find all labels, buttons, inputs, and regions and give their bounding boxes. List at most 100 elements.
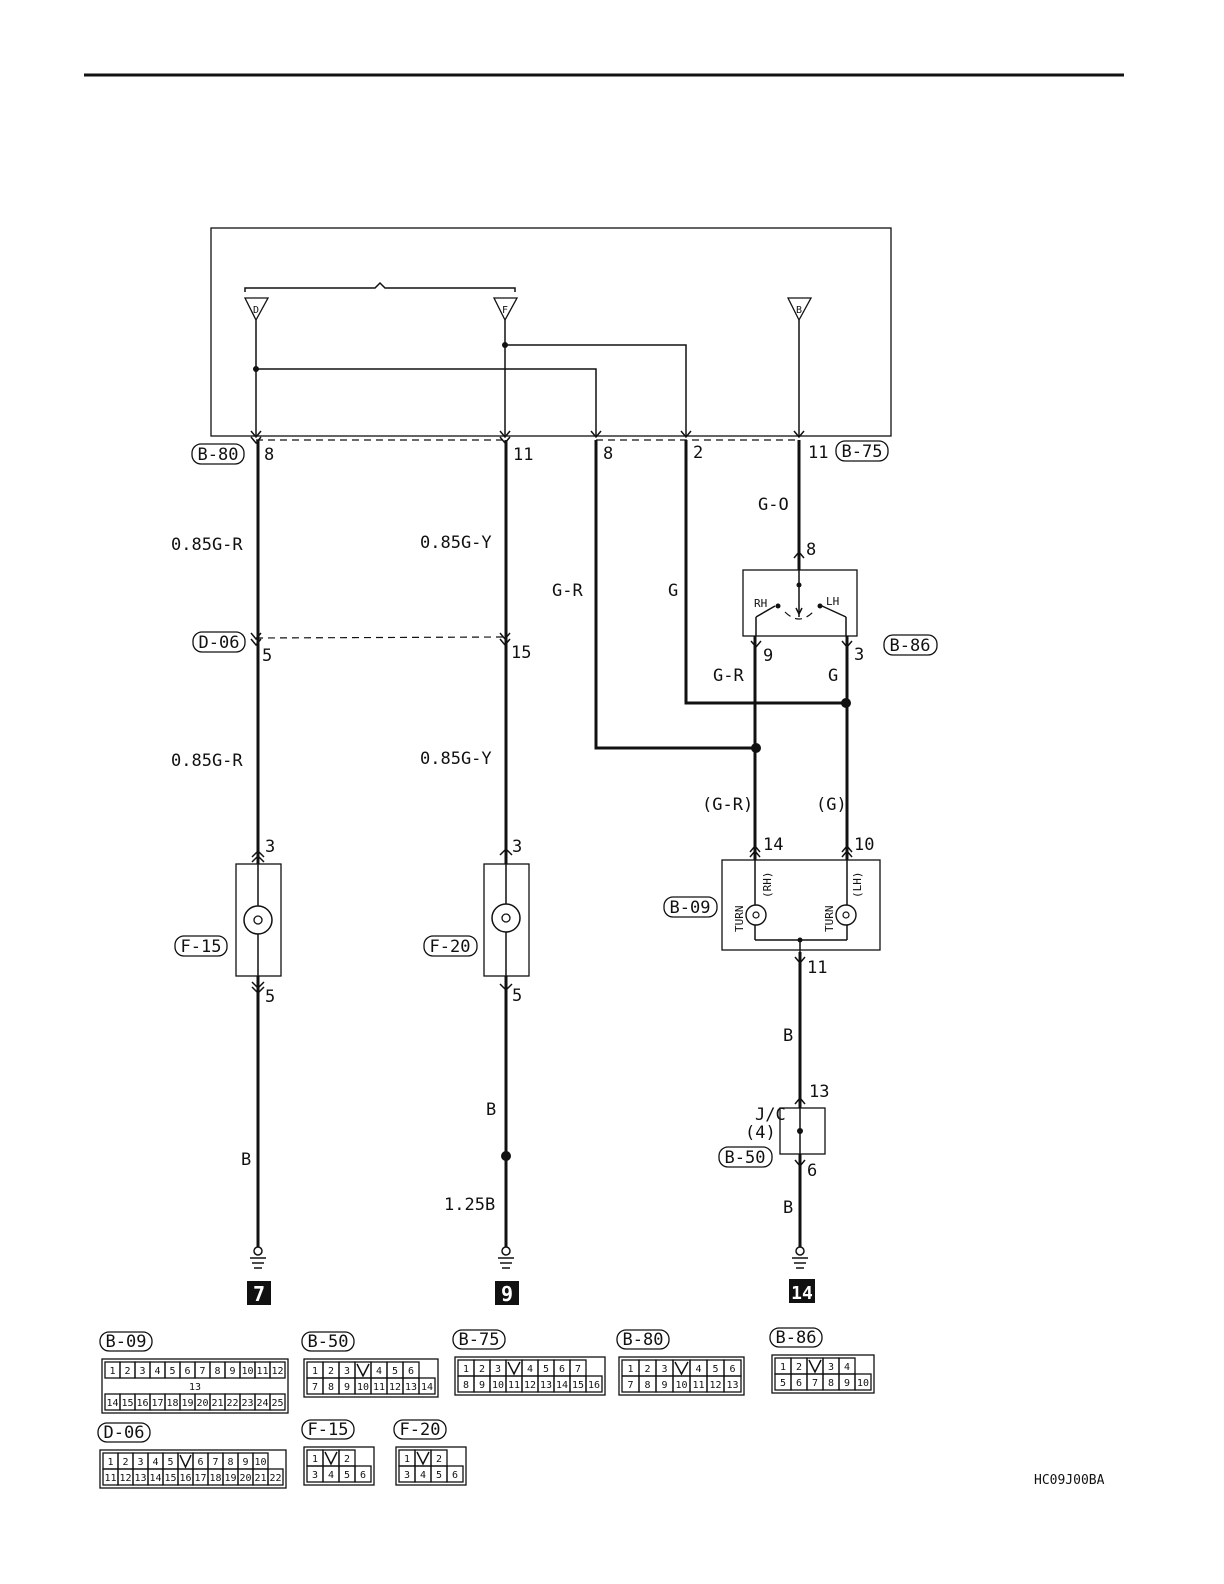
svg-text:B: B: [796, 305, 802, 316]
pin-label: 3: [404, 1470, 410, 1481]
pin-label: 3: [828, 1362, 834, 1373]
key-mark: [507, 1361, 521, 1376]
pin-label: 4: [154, 1366, 160, 1377]
svg-text:6: 6: [807, 1161, 817, 1181]
svg-text:15: 15: [511, 643, 531, 663]
svg-text:B-09: B-09: [106, 1332, 147, 1352]
switch-rh-label: RH: [754, 597, 767, 610]
pin-label: 9: [242, 1457, 248, 1468]
pin-label: 9: [661, 1380, 667, 1391]
pin-label: 4: [328, 1470, 334, 1481]
pin-label: 2: [796, 1362, 802, 1373]
key-mark: [356, 1363, 370, 1378]
pin-label: 18: [209, 1473, 221, 1484]
pin-label: 13: [726, 1380, 738, 1391]
pin-label: 6: [197, 1457, 203, 1468]
svg-text:G-R: G-R: [713, 666, 744, 686]
pin-label: 1: [627, 1364, 633, 1375]
pin-label: 7: [199, 1366, 205, 1377]
pin-label: 6: [452, 1470, 458, 1481]
pin-label: 13: [134, 1473, 146, 1484]
callout-b80: B-80: [191, 443, 245, 465]
pin-label: 4: [695, 1364, 701, 1375]
pin-label: 17: [194, 1473, 206, 1484]
pin-label: 11: [692, 1380, 704, 1391]
callout-b09: B-09: [663, 896, 718, 918]
pin-cell: [354, 1465, 372, 1483]
svg-text:G-O: G-O: [758, 495, 789, 515]
pin-cell: [585, 1375, 603, 1393]
svg-text:8: 8: [603, 444, 613, 464]
pin-label: 2: [124, 1366, 130, 1377]
svg-text:3: 3: [854, 645, 864, 665]
pin-label: 3: [344, 1366, 350, 1377]
svg-text:B-09: B-09: [670, 898, 711, 918]
pin-label: 12: [271, 1366, 283, 1377]
pin-label: 3: [312, 1470, 318, 1481]
pin-label: 24: [256, 1398, 268, 1409]
pin-label: 5: [780, 1378, 786, 1389]
svg-text:14: 14: [763, 835, 783, 855]
pin-label: 5: [436, 1470, 442, 1481]
pin-label: 10: [857, 1378, 869, 1389]
pin-label: 21: [211, 1398, 223, 1409]
svg-text:B-86: B-86: [776, 1328, 817, 1348]
pin-label: 15: [572, 1380, 584, 1391]
pin-numbers: 8 11 8 2 11 8 9 3 5 15 3 5 3 5 14 10 11 …: [262, 443, 874, 1181]
combination-meter: TURN (RH) TURN (LH): [721, 844, 881, 965]
f15-lamp: [235, 849, 282, 995]
svg-text:(G): (G): [816, 795, 847, 815]
svg-text:B: B: [241, 1150, 251, 1170]
diagram-code: HC09J00BA: [1034, 1473, 1105, 1488]
svg-text:8: 8: [806, 540, 816, 560]
pin-label: 20: [239, 1473, 251, 1484]
callout-f15: F-15: [174, 935, 228, 957]
svg-text:11: 11: [513, 445, 533, 465]
svg-text:G-R: G-R: [552, 581, 583, 601]
connector-d-triangle: D: [243, 297, 270, 322]
pin-label: 1: [404, 1454, 410, 1465]
pin-label: 6: [796, 1378, 802, 1389]
svg-text:B-50: B-50: [308, 1332, 349, 1352]
pin-label: 17: [151, 1398, 163, 1409]
jc-number: (4): [745, 1123, 776, 1143]
svg-text:0.85G-Y: 0.85G-Y: [420, 749, 492, 769]
pin-label: 7: [212, 1457, 218, 1468]
svg-text:D-06: D-06: [199, 633, 240, 653]
pin-label: 7: [312, 1382, 318, 1393]
svg-text:B-75: B-75: [842, 442, 883, 462]
pin-label: 11: [508, 1380, 520, 1391]
svg-text:10: 10: [854, 835, 874, 855]
pin-label: 14: [149, 1473, 161, 1484]
svg-text:G: G: [668, 581, 678, 601]
pin-label: 2: [328, 1366, 334, 1377]
svg-text:B-75: B-75: [459, 1330, 500, 1350]
svg-text:B-50: B-50: [725, 1148, 766, 1168]
svg-text:F-20: F-20: [400, 1420, 441, 1440]
svg-text:B: B: [783, 1026, 793, 1046]
pin-label: 2: [436, 1454, 442, 1465]
pin-label: 10: [675, 1380, 687, 1391]
pin-label: 11: [104, 1473, 116, 1484]
pin-label: 3: [661, 1364, 667, 1375]
pin-label: 1: [109, 1366, 115, 1377]
pin-cell: [723, 1375, 742, 1393]
ground-point-7: 7: [247, 1281, 271, 1306]
pin-label: 8: [463, 1380, 469, 1391]
pin-label: 14: [556, 1380, 568, 1391]
pin-label: 4: [844, 1362, 850, 1373]
callout-b50: B-50: [718, 1146, 773, 1168]
turn-lh-label: TURN: [823, 906, 836, 933]
svg-text:3: 3: [265, 837, 275, 857]
pin-label: 13: [540, 1380, 552, 1391]
svg-text:D-06: D-06: [104, 1423, 145, 1443]
pin-label: 14: [421, 1382, 433, 1393]
harness-wires: [256, 440, 851, 1248]
jc-label: J/C: [755, 1105, 786, 1125]
pin-label: 1: [312, 1454, 318, 1465]
svg-text:0.85G-R: 0.85G-R: [171, 751, 243, 771]
pin-label: 7: [812, 1378, 818, 1389]
svg-text:F: F: [502, 305, 508, 316]
